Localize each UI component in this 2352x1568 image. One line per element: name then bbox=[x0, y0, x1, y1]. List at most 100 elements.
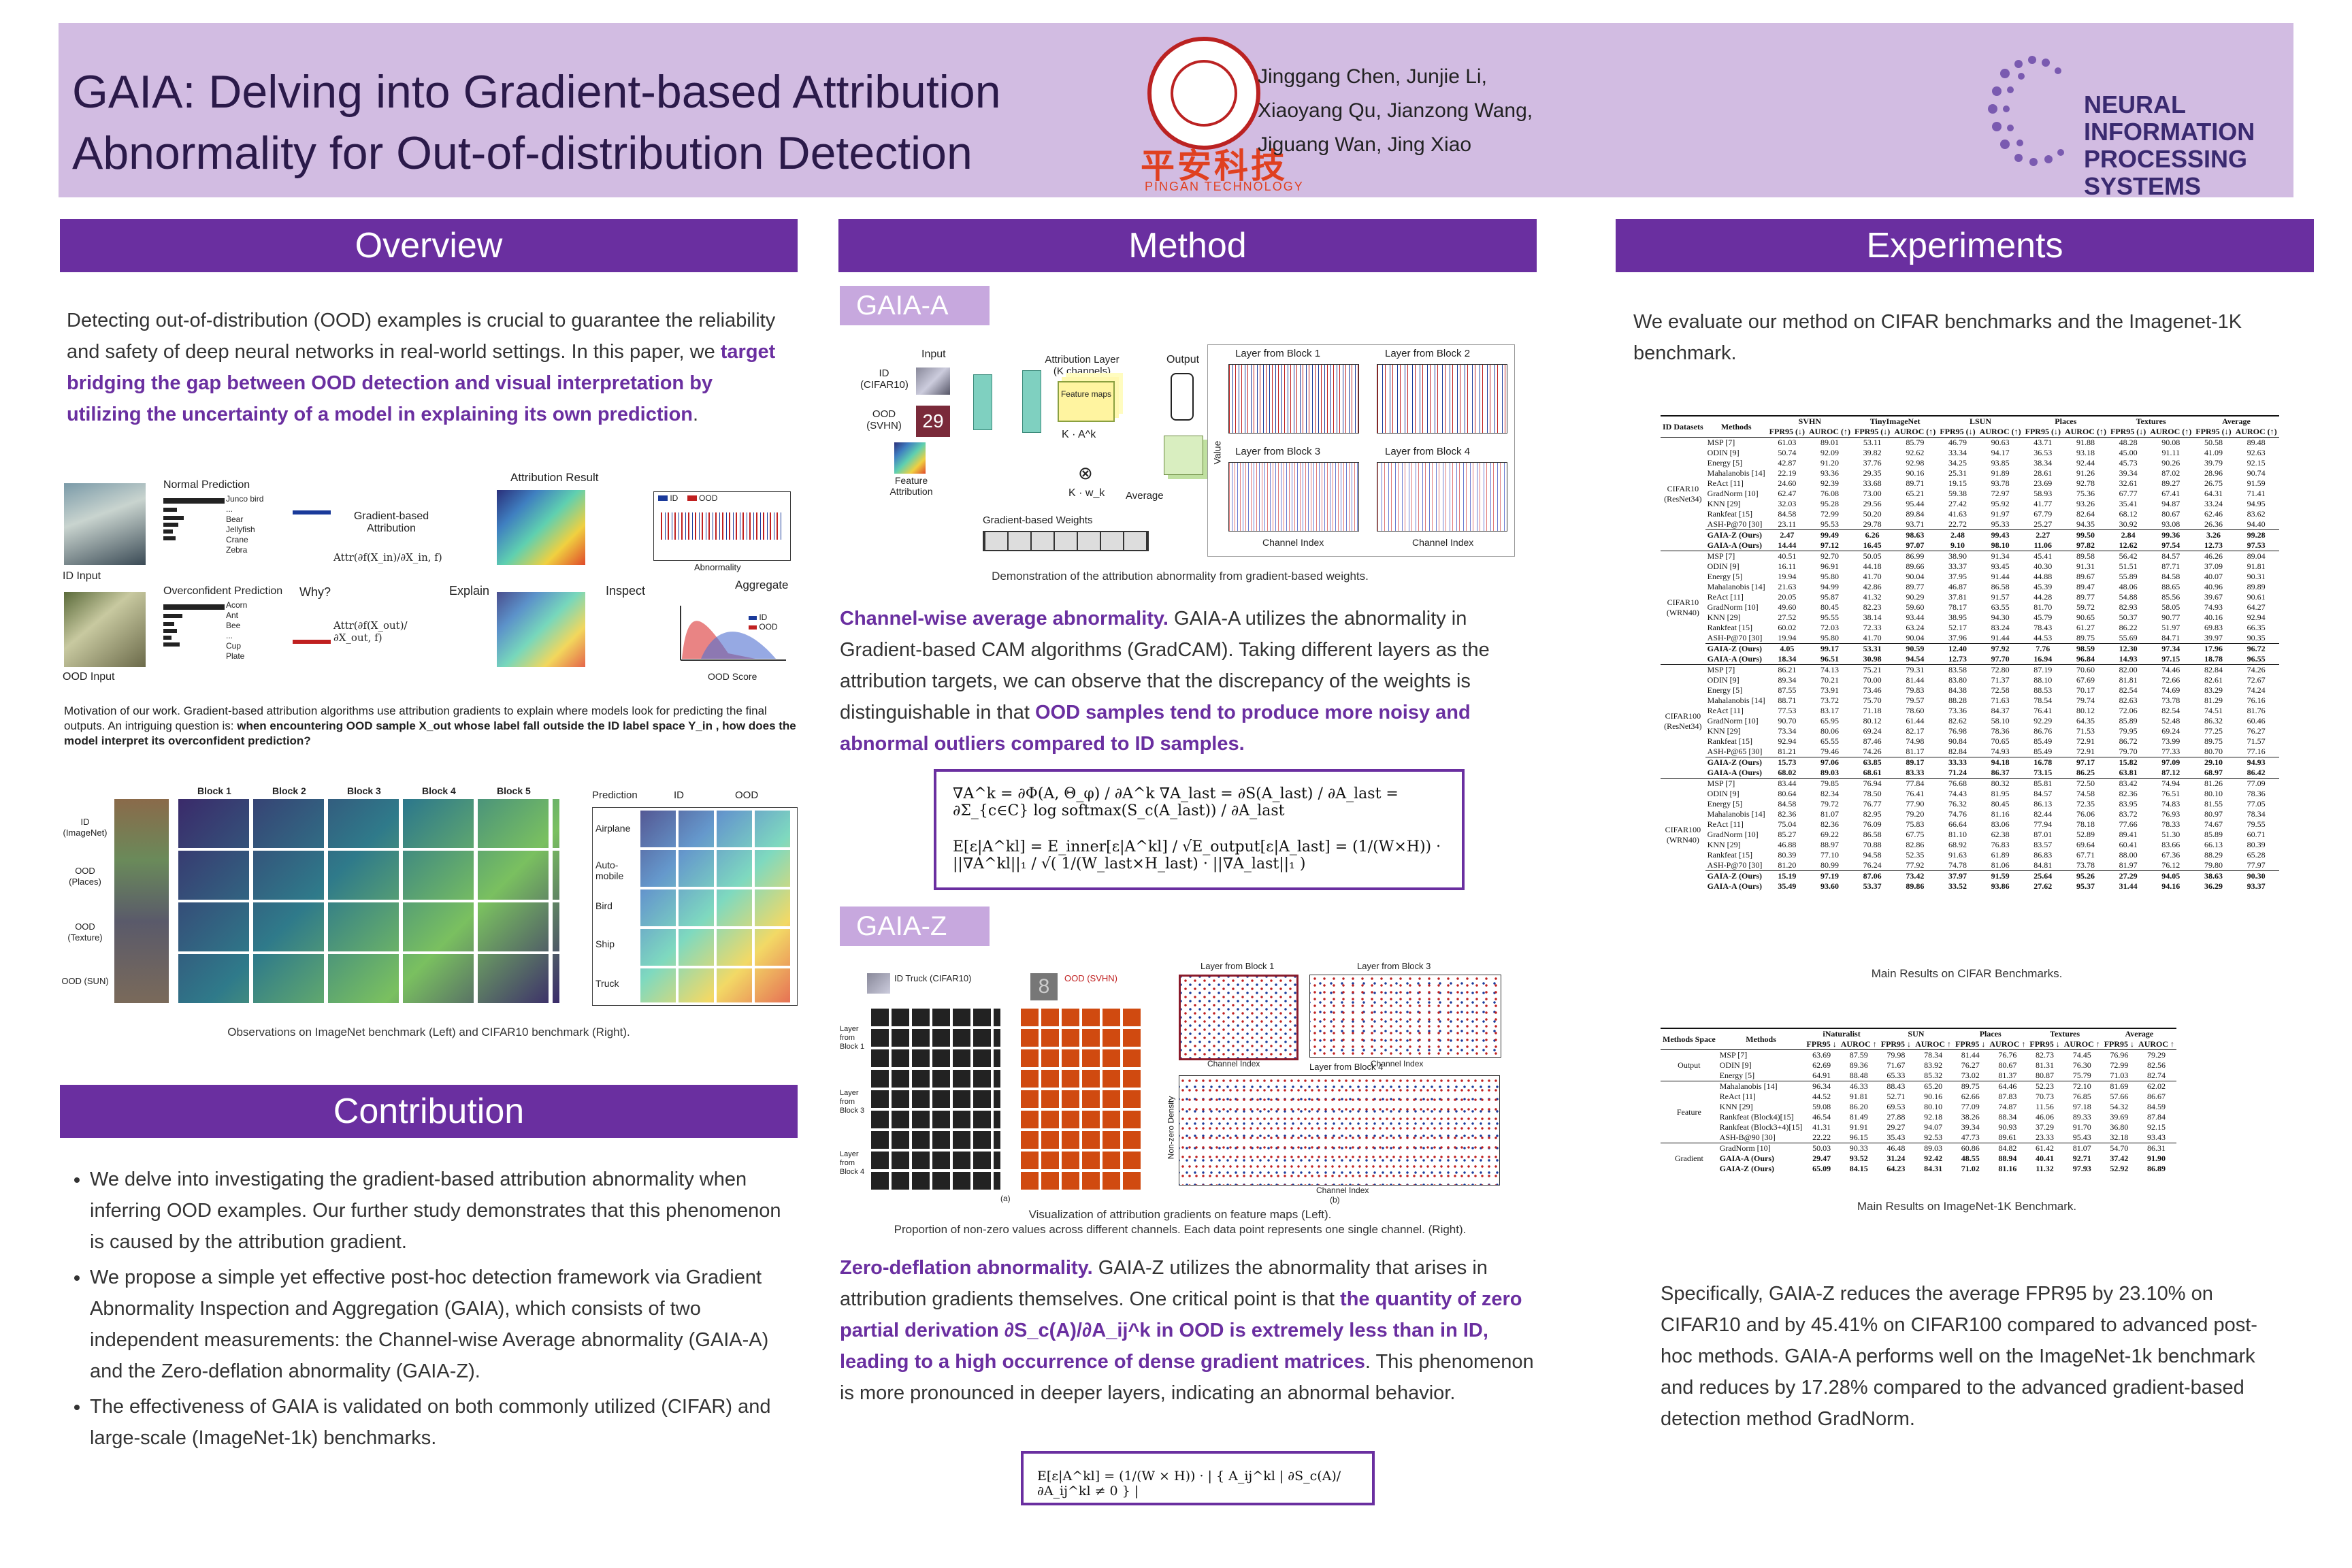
table-cell: 33.37 bbox=[1948, 561, 1967, 571]
table-cell: 80.67 bbox=[1998, 1060, 2017, 1070]
table-cell: 79.46 bbox=[1820, 747, 1839, 756]
table-cell: 50.20 bbox=[1863, 509, 1882, 519]
table-cell: 86.58 bbox=[1991, 582, 2010, 591]
table-cell: 93.43 bbox=[2147, 1132, 2166, 1142]
table-cell: 61.03 bbox=[1767, 437, 1807, 448]
table-cell: 94.93 bbox=[2233, 757, 2279, 768]
table-cell: 76.41 bbox=[1906, 789, 1925, 798]
table-cell: 91.63 bbox=[1948, 850, 1967, 860]
table-cell: 92.78 bbox=[2076, 478, 2095, 488]
table-subheader-cell: AUROC ↑ bbox=[1840, 1039, 1877, 1049]
table-cell: 82.36 bbox=[1820, 819, 1839, 829]
table-cell: 69.24 bbox=[1863, 726, 1882, 736]
table-cell: 87.84 bbox=[2147, 1112, 2166, 1122]
table-cell: 59.08 bbox=[1812, 1102, 1831, 1111]
table-cell: 40.30 bbox=[2034, 561, 2053, 571]
table-cell: 75.04 bbox=[1778, 819, 1797, 829]
table-cell: 92.62 bbox=[1906, 448, 1925, 457]
table-subheader-cell: FPR95 ↓ bbox=[2029, 1039, 2060, 1049]
table-cell: 72.99 bbox=[1820, 509, 1839, 519]
table-cell: 82.93 bbox=[2119, 602, 2138, 612]
table-cell: 85.32 bbox=[1924, 1071, 1943, 1080]
gaia-a-figure: Input ID (CIFAR10) OOD (SVHN) 29 Attribu… bbox=[840, 340, 1520, 565]
table-cell: 74.98 bbox=[1906, 736, 1925, 746]
table-cell: 67.79 bbox=[2034, 509, 2053, 519]
table-cell: 90.08 bbox=[2148, 437, 2194, 448]
table-cell: 78.43 bbox=[2034, 623, 2053, 632]
table-cell: 81.70 bbox=[2034, 602, 2053, 612]
table-cell: 77.05 bbox=[2247, 799, 2266, 808]
table-cell: 74.93 bbox=[2204, 602, 2223, 612]
table-cell: 92.42 bbox=[1924, 1154, 1943, 1163]
table-header-cell: ID Datasets bbox=[1661, 415, 1705, 438]
plot-block-3 bbox=[1228, 462, 1359, 532]
gaia-z-caption: Visualization of attribution gradients o… bbox=[894, 1208, 1467, 1236]
table-cell: 79.29 bbox=[2136, 1049, 2177, 1060]
table-cell: 27.88 bbox=[1886, 1112, 1906, 1122]
table-cell: 72.99 bbox=[2110, 1060, 2129, 1070]
table-cell: 50.74 bbox=[1778, 448, 1797, 457]
table-cell: 91.34 bbox=[1977, 551, 2023, 561]
table-cell: 95.87 bbox=[1820, 592, 1839, 602]
table-cell: 16.78 bbox=[2023, 757, 2063, 768]
table-cell: 39.67 bbox=[2204, 592, 2223, 602]
table-cell: 36.80 bbox=[2110, 1122, 2129, 1132]
table-cell: GradNorm [10] bbox=[1707, 716, 1759, 725]
table-cell: 82.74 bbox=[2147, 1071, 2166, 1080]
table-cell: 60.02 bbox=[1778, 623, 1797, 632]
table-cell: 88.65 bbox=[2161, 582, 2180, 591]
table-cell: 46.26 bbox=[2193, 551, 2234, 561]
table-cell: 82.36 bbox=[2119, 789, 2138, 798]
feature-maps-block: Feature maps bbox=[1058, 381, 1115, 422]
table-cell: 97.53 bbox=[2247, 540, 2266, 550]
table-cell: 69.22 bbox=[1820, 830, 1839, 839]
table-cell: 83.17 bbox=[1820, 706, 1839, 715]
table-cell: 71.02 bbox=[1961, 1164, 1980, 1173]
table-cell: 41.09 bbox=[2204, 448, 2223, 457]
table-cell: 92.53 bbox=[1924, 1132, 1943, 1142]
table-cell: 67.77 bbox=[2119, 489, 2138, 498]
table-cell: 72.67 bbox=[2247, 675, 2266, 685]
table-cell: 44.28 bbox=[2034, 592, 2053, 602]
table-cell: 76.30 bbox=[2072, 1060, 2091, 1070]
table-cell: 85.49 bbox=[2034, 736, 2053, 746]
table-cell: 74.78 bbox=[1948, 860, 1967, 870]
abnormality-plot: ID OOD bbox=[653, 491, 791, 561]
table-cell: 73.00 bbox=[1863, 489, 1882, 498]
table-cell: GradNorm [10] bbox=[1707, 602, 1759, 612]
table-cell: 83.33 bbox=[1906, 768, 1925, 777]
table-cell: 89.36 bbox=[1849, 1060, 1868, 1070]
gaia-a-caption: Demonstration of the attribution abnorma… bbox=[992, 570, 1369, 583]
table-cell: 19.15 bbox=[1948, 478, 1967, 488]
contribution-item: We delve into investigating the gradient… bbox=[90, 1164, 798, 1258]
table-cell: 81.55 bbox=[2204, 799, 2223, 808]
table-cell: 24.60 bbox=[1778, 478, 1797, 488]
table-cell: 88.43 bbox=[1878, 1081, 1914, 1092]
table-cell: 2.48 bbox=[1938, 529, 1978, 540]
author-line: Jiguang Wan, Jing Xiao bbox=[1258, 133, 1472, 156]
table-cell: 62.69 bbox=[1812, 1060, 1831, 1070]
table-cell: 82.64 bbox=[2076, 509, 2095, 519]
table-cell: 36.53 bbox=[2034, 448, 2053, 457]
table-cell: 90.63 bbox=[1977, 437, 2023, 448]
table-cell: 60.41 bbox=[2119, 840, 2138, 849]
table-cell: 80.64 bbox=[1778, 789, 1797, 798]
cifar-grid: Airplane Auto-mobile Bird Ship Truck bbox=[592, 807, 798, 1006]
table-cell: 77.09 bbox=[2233, 778, 2279, 789]
table-cell: 83.42 bbox=[2108, 778, 2149, 789]
table-cell: 52.48 bbox=[2161, 716, 2180, 725]
table-group-cell: Output bbox=[1661, 1049, 1718, 1081]
plot-block-4 bbox=[1377, 462, 1507, 532]
table-cell: 97.93 bbox=[2072, 1164, 2091, 1173]
table-cell: 91.70 bbox=[2072, 1122, 2091, 1132]
table-cell: 97.54 bbox=[2161, 540, 2180, 550]
